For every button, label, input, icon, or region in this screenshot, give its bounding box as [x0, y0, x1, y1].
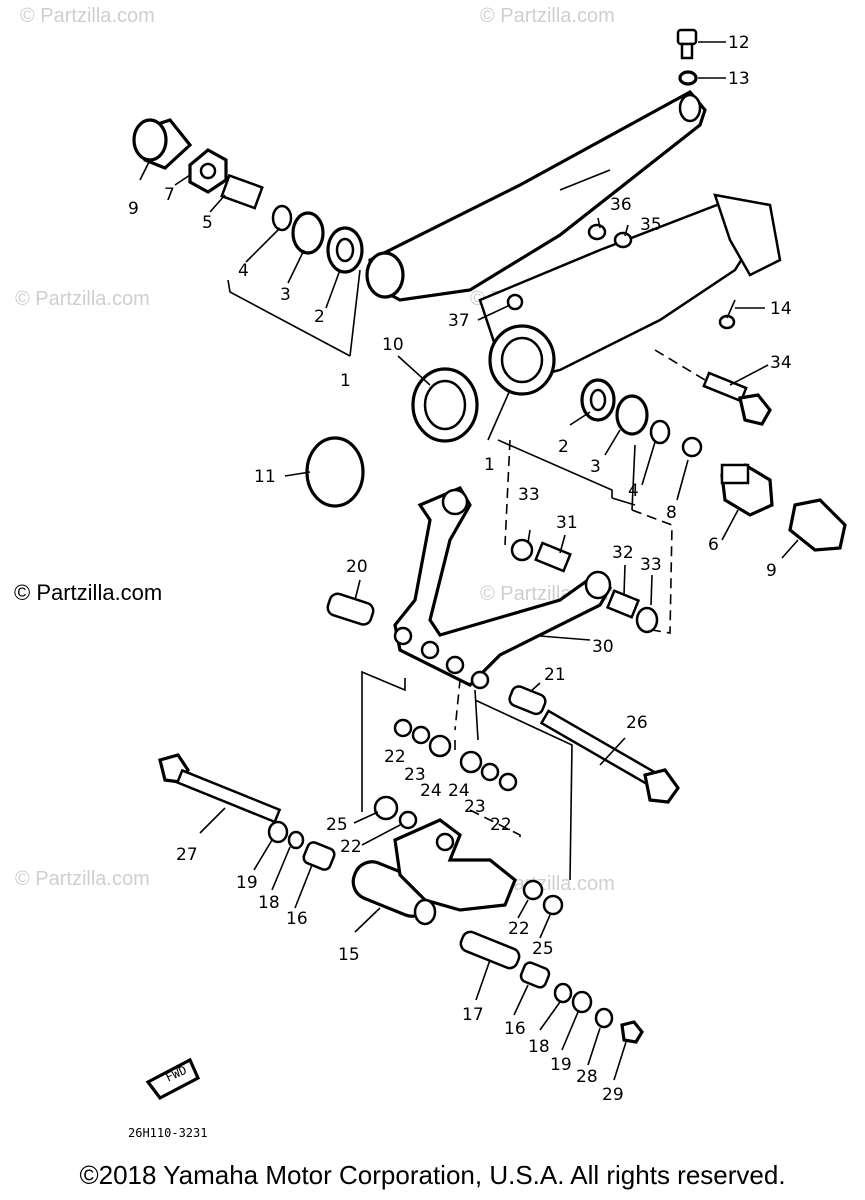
callout-3-right: 3 — [590, 457, 601, 477]
callout-9-left: 9 — [128, 199, 139, 219]
part-10-cover — [411, 367, 479, 443]
part-13-nut — [678, 70, 698, 86]
watermark-left-lower: © Partzilla.com — [15, 868, 150, 890]
callout-28: 28 — [576, 1067, 598, 1087]
part-34-bolt — [702, 371, 772, 426]
fwd-arrow: FWD — [145, 1057, 201, 1101]
callout-2-right: 2 — [558, 437, 569, 457]
part-33-right — [635, 606, 659, 634]
part-35 — [613, 231, 633, 249]
callout-3-left: 3 — [280, 285, 291, 305]
callout-15: 15 — [338, 945, 360, 965]
callout-24-right: 24 — [448, 781, 470, 801]
callout-11: 11 — [254, 467, 276, 487]
callout-22-lower: 22 — [508, 919, 530, 939]
part-14 — [718, 314, 736, 330]
watermark-top-left: © Partzilla.com — [20, 5, 155, 27]
callout-13: 13 — [728, 69, 750, 89]
callout-22-upper-left: 22 — [384, 747, 406, 767]
callout-23-upper-left: 23 — [404, 765, 426, 785]
callout-4-right: 4 — [628, 481, 639, 501]
callout-37: 37 — [448, 311, 470, 331]
callout-30: 30 — [592, 637, 614, 657]
callout-1-left: 1 — [340, 371, 351, 391]
part-26-bolt — [539, 709, 680, 804]
part-16-right — [519, 961, 551, 989]
callout-19-right: 19 — [550, 1055, 572, 1075]
callout-5: 5 — [202, 213, 213, 233]
seal-stack — [373, 718, 564, 916]
part-32 — [605, 589, 641, 619]
part-18-left — [287, 830, 305, 850]
callout-27: 27 — [176, 845, 198, 865]
part-28 — [594, 1007, 614, 1029]
callout-1-right: 1 — [484, 455, 495, 475]
part-36 — [587, 223, 607, 241]
callout-8: 8 — [666, 503, 677, 523]
right-pivot-parts — [580, 378, 847, 552]
callout-34: 34 — [770, 353, 792, 373]
callout-32: 32 — [612, 543, 634, 563]
callout-29: 29 — [602, 1085, 624, 1105]
callout-25-left: 25 — [326, 815, 348, 835]
callout-18-left: 18 — [258, 893, 280, 913]
callout-19-left: 19 — [236, 873, 258, 893]
watermark-top-right: © Partzilla.com — [480, 5, 615, 27]
part-31 — [534, 541, 572, 573]
part-37 — [506, 293, 524, 311]
part-30-relay-arm — [393, 485, 613, 690]
callout-16-left: 16 — [286, 909, 308, 929]
part-17-collar — [459, 930, 521, 970]
callout-33-right: 33 — [640, 555, 662, 575]
part-15-connecting-rod — [351, 818, 517, 926]
callout-35: 35 — [640, 215, 662, 235]
callout-25-lower: 25 — [532, 939, 554, 959]
callout-2-left: 2 — [314, 307, 325, 327]
callout-22-left: 22 — [340, 837, 362, 857]
copyright-notice: ©2018 Yamaha Motor Corporation, U.S.A. A… — [79, 1160, 786, 1190]
callout-18-right: 18 — [528, 1037, 550, 1057]
callout-9-right: 9 — [766, 561, 777, 581]
part-27-bolt — [158, 753, 282, 824]
callout-10: 10 — [382, 335, 404, 355]
part-16-left — [302, 841, 336, 871]
part-21-collar — [508, 685, 547, 716]
part-12-shank — [680, 42, 694, 60]
callout-12: 12 — [728, 33, 750, 53]
part-12-bolt — [676, 28, 698, 46]
watermark-main: © Partzilla.com — [14, 580, 162, 605]
callout-4-left: 4 — [238, 261, 249, 281]
callout-17: 17 — [462, 1005, 484, 1025]
diagram-code: 26H110-3231 — [128, 1126, 207, 1140]
part-33-left — [510, 538, 534, 562]
callout-23-right: 23 — [464, 797, 486, 817]
callout-21: 21 — [544, 665, 566, 685]
part-18-right — [553, 982, 573, 1004]
callout-33-left: 33 — [518, 485, 540, 505]
part-20-collar — [326, 592, 375, 626]
leader-lines — [139, 41, 799, 1081]
swingarm — [365, 89, 782, 396]
callout-14: 14 — [770, 299, 792, 319]
part-29-nut — [620, 1020, 644, 1044]
callout-22-right: 22 — [490, 815, 512, 835]
callout-20: 20 — [346, 557, 368, 577]
watermark-left-upper: © Partzilla.com — [15, 288, 150, 310]
callouts: 12 13 9 7 5 4 3 2 1 36 35 14 37 10 34 11… — [128, 33, 792, 1105]
callout-7: 7 — [164, 185, 175, 205]
part-11-oring — [305, 436, 365, 508]
callout-36: 36 — [610, 195, 632, 215]
part-19-left — [267, 820, 289, 844]
callout-16-right: 16 — [504, 1019, 526, 1039]
part-19-right — [571, 990, 593, 1014]
callout-26: 26 — [626, 713, 648, 733]
callout-31: 31 — [556, 513, 578, 533]
callout-6: 6 — [708, 535, 719, 555]
callout-24-left: 24 — [420, 781, 442, 801]
